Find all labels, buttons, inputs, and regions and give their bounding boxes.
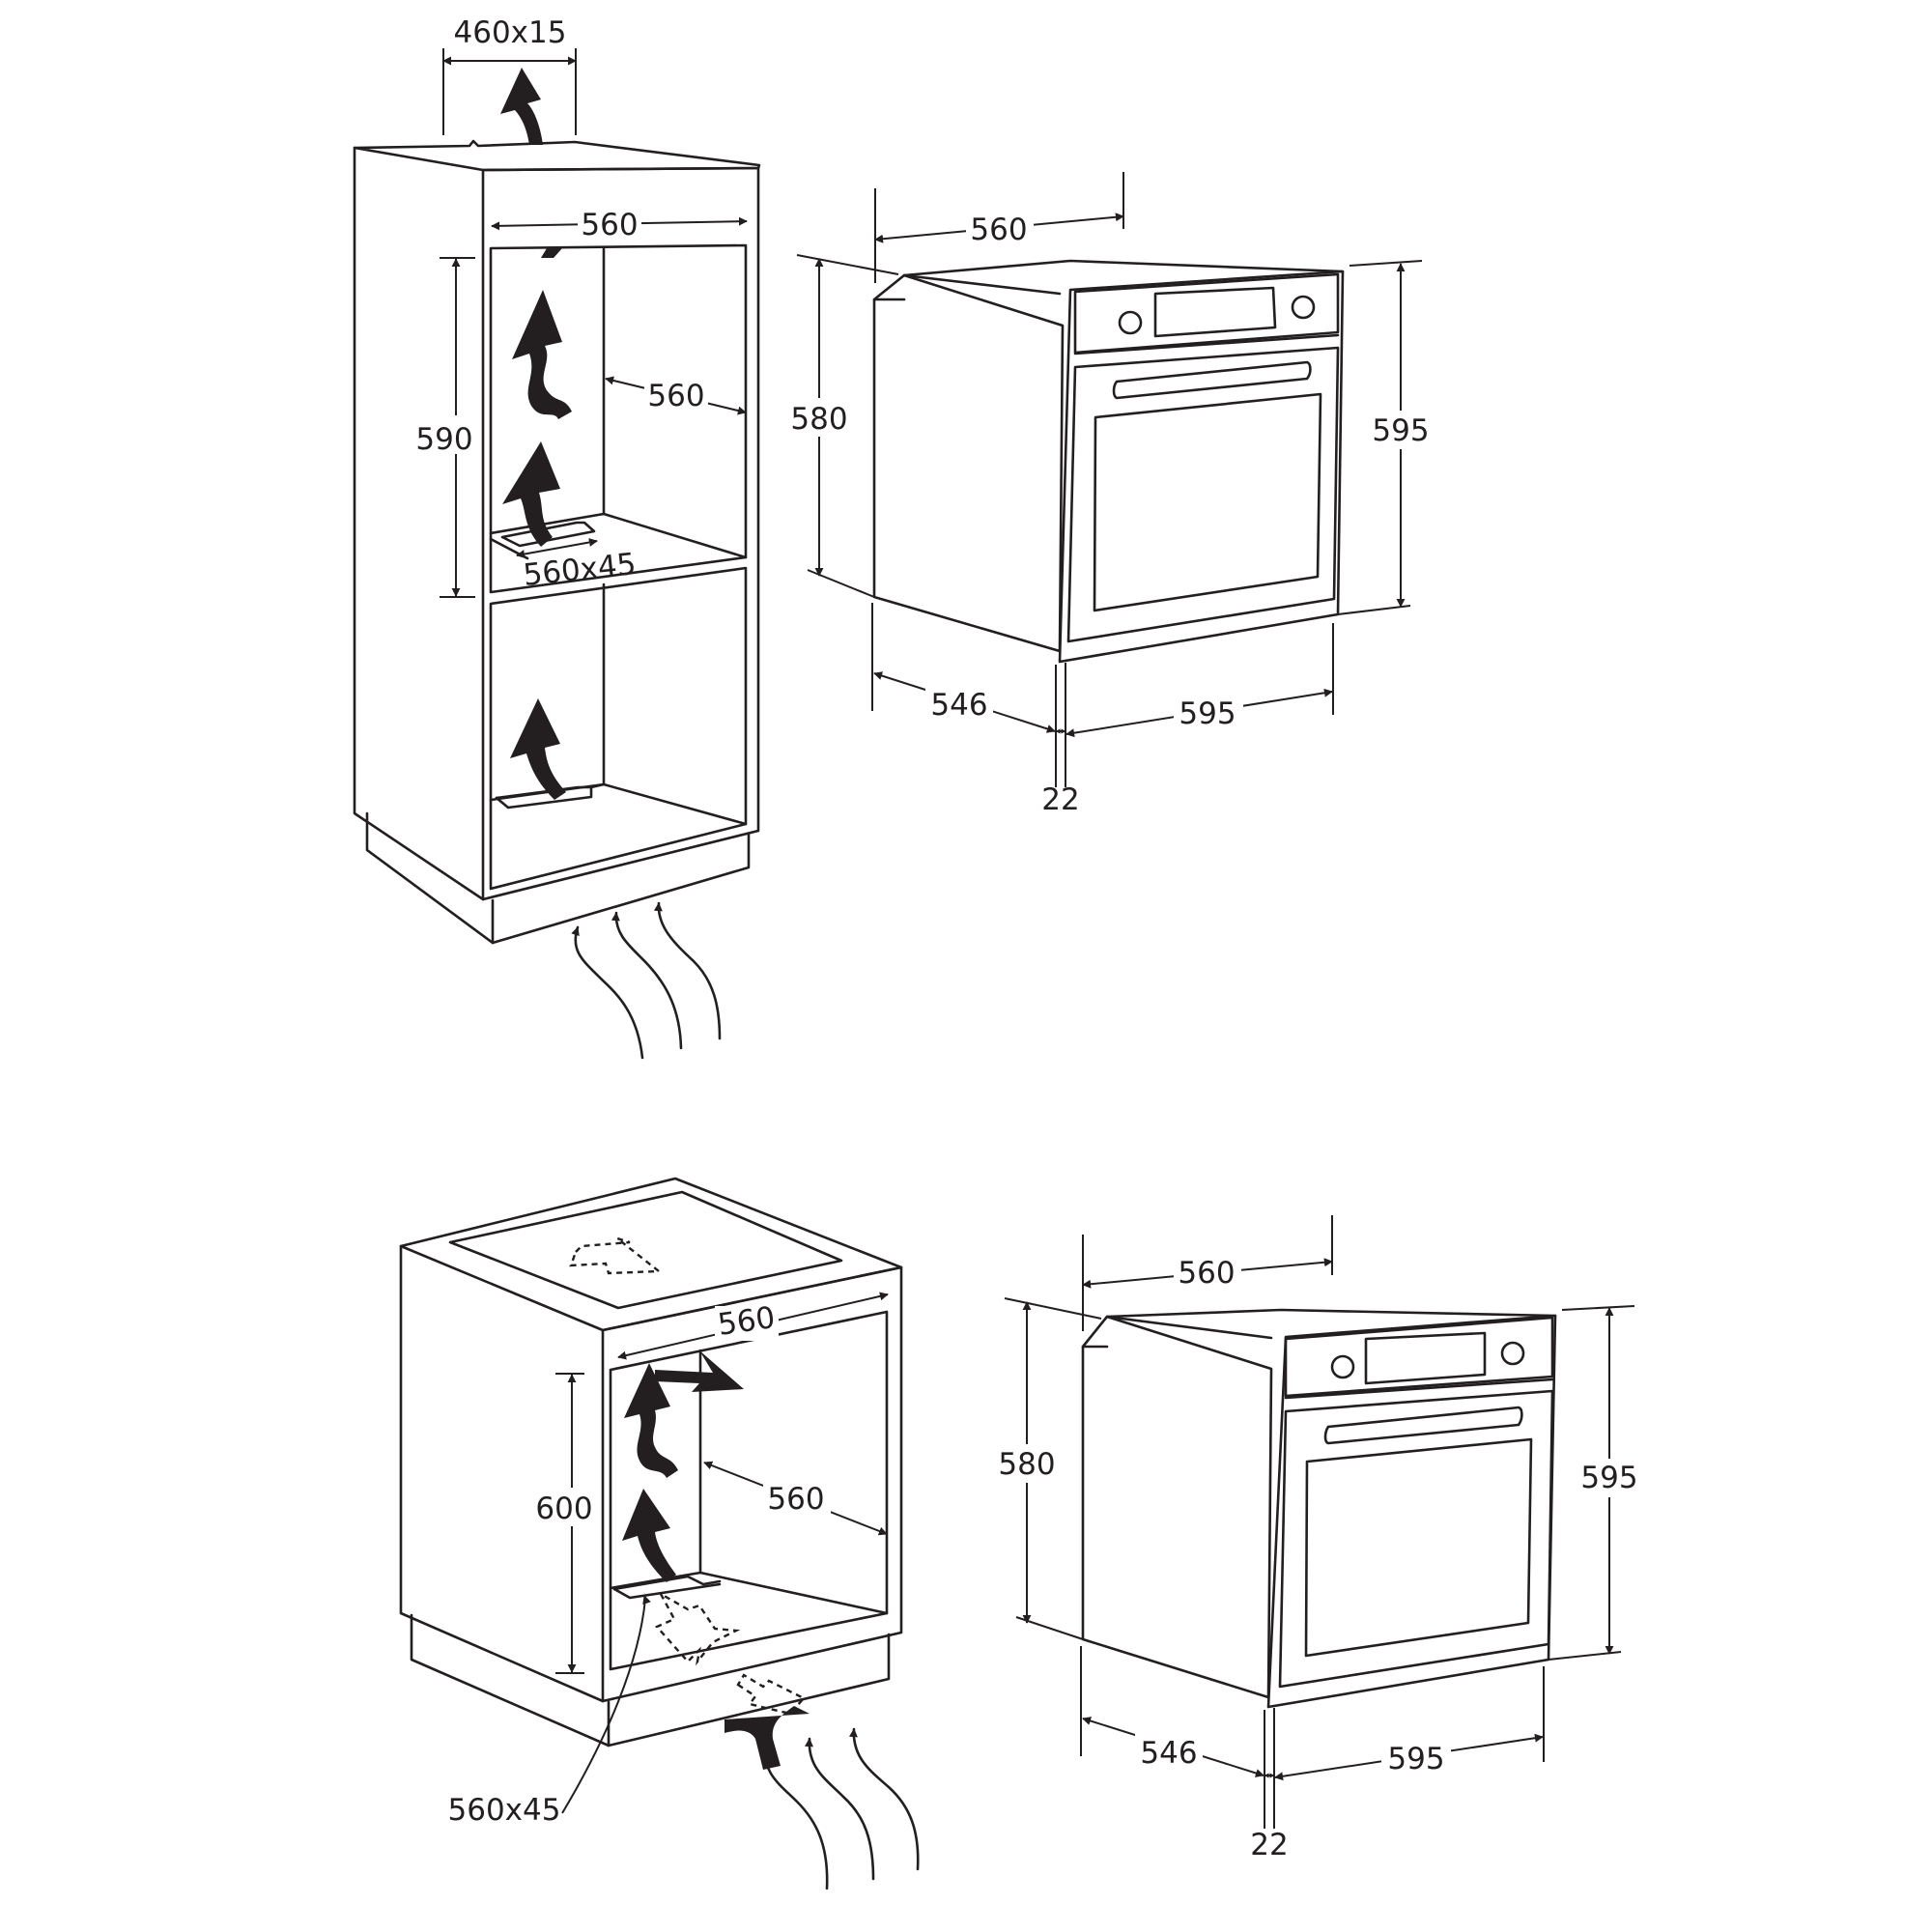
oven-bottom-knob-right: [1500, 1341, 1525, 1366]
cabinet-front-frame: [481, 166, 760, 901]
base-airflow-arrow-2-icon: [622, 1489, 676, 1582]
oven-top-dimensions: 560 580 595 546 595 22: [787, 172, 1435, 817]
base-airflow-top-exit-icon: [655, 1350, 744, 1392]
tall-cabinet-dimensions: 460x15 560 590 560 560x45: [415, 15, 748, 598]
oven-bottom-depth-label: 546: [1140, 1736, 1197, 1771]
inner-width-label: 560: [581, 208, 638, 242]
oven-bottom-door: [1278, 1389, 1554, 1689]
base-cabinet-opening: [609, 1310, 889, 1671]
oven-top-front-width-label: 595: [1179, 696, 1236, 731]
airflow-intake-3-icon: [653, 901, 722, 1040]
hob-top: [448, 1190, 843, 1310]
base-shelf-vent-label: 560x45: [448, 1793, 561, 1828]
base-plinth-vent-arrow-icon: [736, 1673, 806, 1716]
inner-height-label: 590: [415, 422, 472, 457]
oven-bottom-window: [1304, 1437, 1533, 1658]
base-intake-1-icon: [759, 1742, 829, 1890]
oven-bottom: [1081, 1308, 1557, 1709]
airflow-intake-2-icon: [611, 911, 683, 1050]
oven-bottom-control-panel: [1284, 1316, 1554, 1398]
base-cabinet-plinth: [410, 1613, 891, 1747]
base-cabinet-shelf: [609, 1571, 889, 1615]
base-inner-height-label: 600: [535, 1492, 592, 1526]
upper-opening: [489, 243, 748, 594]
base-shelf-vent-arrow-icon: [655, 1590, 741, 1666]
base-intake-3-icon: [848, 1727, 920, 1871]
base-shelf-vent: [612, 1575, 722, 1591]
oven-bottom-front: [1266, 1314, 1557, 1709]
vent-top-label: 460x15: [454, 15, 567, 50]
oven-top-depth-label: 546: [930, 688, 987, 723]
oven-bottom-front-width-label: 595: [1387, 1742, 1444, 1776]
lower-shelf-vent: [495, 782, 606, 800]
oven-top-width-label: 560: [970, 213, 1027, 247]
oven-top-door: [1066, 346, 1340, 643]
oven-top-body: [872, 273, 1065, 653]
airflow-arrows-base-cabinet: [569, 1236, 920, 1890]
inner-depth-label: 560: [647, 379, 704, 413]
oven-top-window: [1093, 392, 1322, 612]
base-cabinet-front: [601, 1265, 903, 1703]
oven-top-side-height-label: 580: [790, 402, 847, 437]
oven-bottom-body: [1081, 1315, 1273, 1699]
base-cabinet-side: [399, 1244, 605, 1703]
base-plinth-intake-arrow-icon: [724, 1706, 810, 1770]
base-intake-2-icon: [804, 1737, 875, 1881]
airflow-arrow-lower-icon: [510, 698, 566, 800]
oven-bottom-width-label: 560: [1178, 1256, 1235, 1291]
oven-top: [872, 259, 1345, 664]
cabinet-plinth: [365, 811, 751, 945]
oven-bottom-knob-left: [1330, 1354, 1355, 1379]
airflow-intake-1-icon: [571, 925, 644, 1060]
upper-shelf: [489, 512, 748, 559]
oven-bottom-thickness-label: 22: [1250, 1828, 1288, 1862]
cabinet-side-panel: [353, 146, 485, 901]
base-hob-vent-arrow-icon: [569, 1236, 663, 1275]
airflow-arrow-upper1-icon: [512, 290, 572, 419]
base-inner-depth-label: 560: [767, 1482, 824, 1517]
oven-top-handle: [1112, 360, 1312, 400]
tall-cabinet: [353, 139, 761, 945]
oven-top-thickness-label: 22: [1041, 782, 1079, 817]
airflow-arrow-upper2-icon: [502, 441, 560, 547]
oven-top-front-height-label: 595: [1372, 413, 1429, 448]
airflow-arrow-upper-top-icon: [541, 248, 562, 258]
airflow-arrow-top-icon: [500, 68, 543, 145]
base-airflow-arrow-1-icon: [624, 1363, 678, 1478]
base-inner-width-label: 560: [716, 1300, 778, 1343]
airflow-arrows-tall-cabinet: [500, 68, 722, 1060]
base-cabinet-dimensions: 560 600 560 560x45: [448, 1292, 889, 1828]
cabinet-top-surface: [353, 139, 761, 172]
oven-bottom-side-height-label: 580: [998, 1447, 1055, 1482]
oven-bottom-handle: [1323, 1406, 1523, 1445]
oven-bottom-display: [1364, 1331, 1487, 1385]
oven-top-knob-right: [1291, 295, 1316, 320]
oven-bottom-dimensions: 560 580 595 546 595 22: [995, 1215, 1644, 1862]
oven-top-knob-left: [1118, 310, 1143, 335]
oven-bottom-front-height-label: 595: [1580, 1461, 1637, 1495]
oven-top-display: [1153, 286, 1277, 338]
oven-top-control-panel: [1073, 272, 1340, 355]
